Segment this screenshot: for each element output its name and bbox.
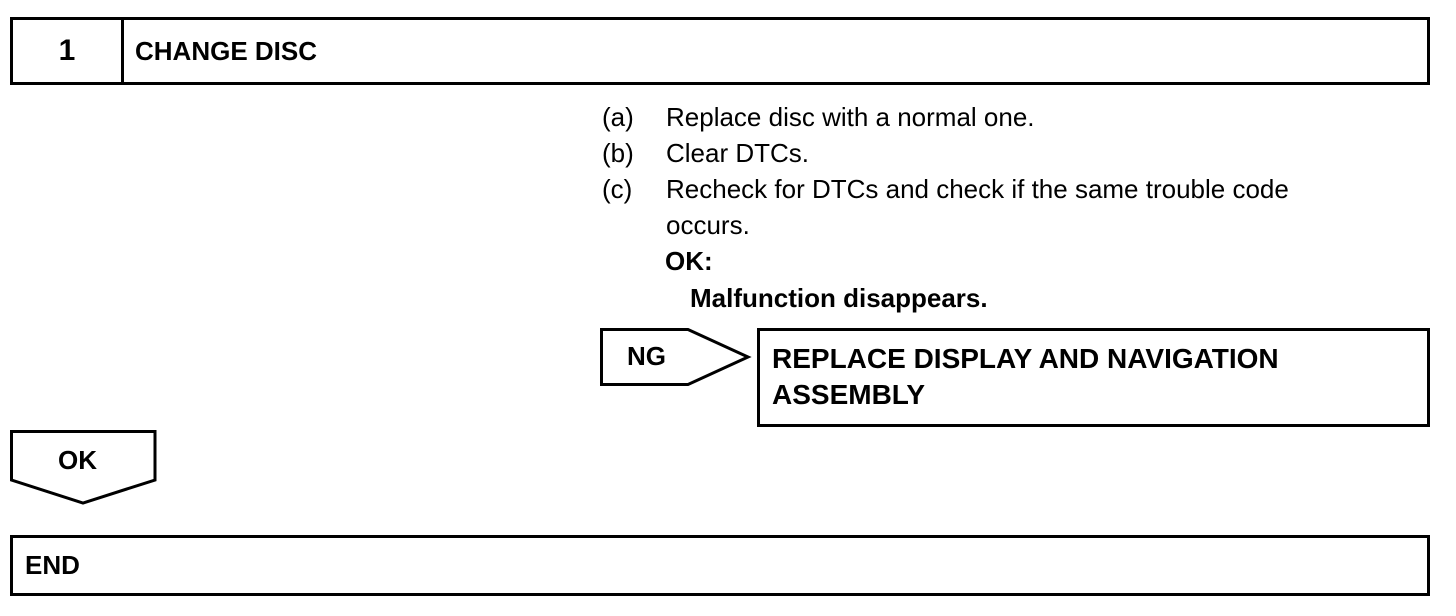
instruction-text-continued: occurs.: [666, 210, 750, 240]
instruction-text: Clear DTCs.: [666, 138, 810, 168]
instruction-text: Recheck for DTCs and check if the same t…: [666, 174, 1289, 204]
ng-action-line: ASSEMBLY: [772, 379, 926, 410]
instruction-text: Replace disc with a normal one.: [666, 102, 1035, 132]
end-box: END: [10, 535, 1430, 596]
ng-action-box: REPLACE DISPLAY AND NAVIGATION ASSEMBLY: [757, 328, 1430, 427]
ng-action-text: REPLACE DISPLAY AND NAVIGATION ASSEMBLY: [772, 341, 1279, 413]
ok-arrow-icon: [10, 430, 157, 505]
end-label: END: [25, 550, 80, 580]
step-number: 1: [13, 20, 124, 82]
ok-label: OK: [58, 445, 97, 475]
instruction-label: (b): [602, 138, 634, 168]
step-header: 1 CHANGE DISC: [10, 17, 1430, 85]
step-title: CHANGE DISC: [135, 35, 318, 66]
instruction-label: (a): [602, 102, 634, 132]
instruction-label: (c): [602, 174, 633, 204]
ok-condition-value: Malfunction disappears.: [690, 283, 988, 313]
ng-label: NG: [627, 341, 666, 371]
ok-condition-label: OK:: [665, 246, 713, 276]
ng-arrow-icon: [600, 328, 752, 386]
ng-action-line: REPLACE DISPLAY AND NAVIGATION: [772, 343, 1279, 374]
